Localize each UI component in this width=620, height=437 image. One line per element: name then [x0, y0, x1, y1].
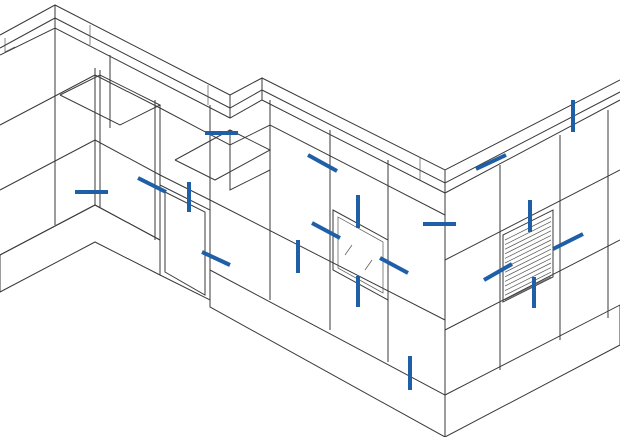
louver-slat [504, 258, 552, 282]
anchor-bracket [552, 232, 584, 251]
louver-slat [504, 221, 552, 245]
stone-base-middle [209, 269, 446, 437]
anchor-bracket [201, 250, 231, 267]
louver-slat [504, 239, 552, 264]
anchor-bracket [379, 256, 409, 275]
ventilation-grille [502, 209, 554, 303]
door [159, 184, 211, 301]
louver-slat [504, 267, 552, 291]
louver-slat [504, 225, 552, 250]
facade-anchors [75, 100, 584, 390]
stone-base-right [444, 304, 620, 437]
window [332, 209, 389, 301]
anchor-bracket [307, 153, 338, 173]
louver-slat [504, 271, 552, 296]
anchor-bracket [483, 262, 513, 282]
roof-coping [0, 4, 620, 194]
anchor-bracket [137, 176, 167, 194]
anchor-bracket [475, 153, 507, 171]
louver-slat [504, 230, 552, 255]
louver-slat [504, 248, 552, 273]
louver-slat [504, 276, 552, 301]
anchor-bracket [311, 221, 341, 240]
louver-slat [504, 253, 552, 278]
left-wall [0, 28, 162, 275]
louver-slat [504, 262, 552, 287]
louver-slat [504, 244, 552, 268]
stone-base-left [0, 204, 161, 293]
louver-slat [504, 235, 552, 259]
